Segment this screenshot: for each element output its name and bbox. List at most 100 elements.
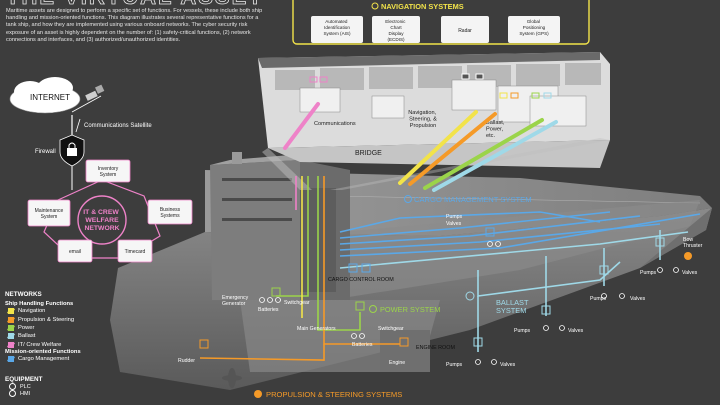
ballast-pumps-label-1: Pumps <box>590 296 607 302</box>
cargo-control-room-label: CARGO CONTROL ROOM <box>328 277 394 283</box>
legend: NETWORKS Ship Handling Functions Navigat… <box>5 289 125 363</box>
text-line: System <box>100 172 117 178</box>
equipment-markers <box>259 241 679 365</box>
ballast-pumps-label-2: Pumps <box>514 328 531 334</box>
plc-boxes <box>199 227 665 349</box>
legend-item-ballast: Ballast <box>5 332 125 340</box>
it-node-timecard: Timecard <box>125 249 146 255</box>
engine-room-label: ENGINE ROOM <box>416 345 455 351</box>
equipment-legend: EQUIPMENT PLC HMI <box>5 376 85 397</box>
bridge-navigation-label: Navigation, Steering, &Propulsion <box>408 110 438 129</box>
ballast-valves-label-3: Valves <box>500 362 516 368</box>
superstructure <box>210 152 440 372</box>
text-line: Thruster <box>683 243 703 249</box>
text-line: Steering, & <box>409 117 437 123</box>
equipment-hmi: HMI <box>5 390 85 397</box>
ballast-valves-label-4: Valves <box>682 270 698 276</box>
propulsion-system-title: PROPULSION & STEERING SYSTEMS <box>266 390 402 399</box>
text-line: Display <box>388 31 404 36</box>
engine-label: Engine <box>389 360 405 366</box>
cargo-pumps-label: Pumps <box>446 214 463 220</box>
legend-item-navigation: Navigation <box>5 307 125 315</box>
bridge-ballast-label: Ballast, Power,etc. <box>486 120 506 139</box>
bow-thruster-label: Bow Thruster <box>683 237 703 249</box>
switchgear-label: Switchgear <box>284 300 310 306</box>
text-line: Business <box>160 207 181 213</box>
text-line: System (AIS) <box>323 31 351 36</box>
it-node-email: email <box>69 249 81 255</box>
internet-label: INTERNET <box>30 93 70 102</box>
equipment-heading: EQUIPMENT <box>5 376 43 383</box>
text-line: Systems <box>160 213 180 219</box>
firewall-lock-icon <box>59 134 85 167</box>
cargo-system-title: CARGO MANAGEMENT SYSTEM <box>414 195 532 204</box>
satellite-label: Communications Satellite <box>84 123 152 129</box>
ballast-valves-label-2: Valves <box>568 328 584 334</box>
bridge-cables <box>283 102 558 192</box>
internet-cloud: INTERNET <box>9 77 81 114</box>
equipment-plc: PLC <box>5 383 85 390</box>
ballast-pumps-label-3: Pumps <box>446 362 463 368</box>
text-line: System <box>41 214 58 220</box>
cargo-valves-label: Valves <box>446 221 462 227</box>
text-line: (ECDIS) <box>387 37 405 42</box>
firewall-label: Firewall <box>35 149 56 155</box>
legend-item-cargo: Cargo Management <box>5 355 125 363</box>
text-line: Generator <box>222 301 246 307</box>
ballast-system-title: BALLAST SYSTEM <box>496 298 530 315</box>
text-line: etc. <box>486 133 495 139</box>
rudder-label: Rudder <box>178 358 195 364</box>
text-line: Maintenance <box>35 208 64 214</box>
propulsion-icon <box>254 390 262 398</box>
propeller-icon <box>222 368 242 388</box>
bridge-cutaway: Communications Navigation, Steering, &Pr… <box>258 52 610 190</box>
text-line: Positioning <box>523 25 546 30</box>
nav-systems-title: NAVIGATION SYSTEMS <box>381 2 464 11</box>
text-line: Inventory <box>98 166 119 172</box>
text-line: SYSTEM <box>496 306 526 315</box>
ballast-pumps-label-4: Pumps <box>640 270 657 276</box>
network-cables <box>199 176 701 361</box>
legend-ship-handling-heading: Ship Handling Functions <box>5 301 74 307</box>
main-generators-label: Main Generators <box>297 326 336 332</box>
diagram-title: THE VIRTUAL ASSET <box>6 0 264 9</box>
text-line: Propulsion <box>410 123 436 129</box>
legend-networks-heading: NETWORKS <box>5 291 42 298</box>
bow-thruster-icon <box>684 252 692 260</box>
cargo-icon <box>404 195 412 203</box>
emergency-generator-label: Emergency Generator <box>222 295 250 307</box>
power-system-title: POWER SYSTEM <box>380 305 440 314</box>
legend-item-propulsion: Propulsion & Steering <box>5 315 125 323</box>
power-icon <box>369 305 377 313</box>
text-line: Chart <box>390 25 402 30</box>
switchgear-2-label: Switchgear <box>378 326 404 332</box>
text-line: Power, <box>486 127 504 133</box>
batteries-label: Batteries <box>258 307 279 313</box>
text-line: Identification <box>324 25 350 30</box>
ballast-valves-label-1: Valves <box>630 296 646 302</box>
navigation-systems-box: NAVIGATION SYSTEMS Automated Identificat… <box>292 0 590 45</box>
ballast-icon <box>465 291 475 301</box>
bridge-communications-label: Communications <box>314 121 356 127</box>
legend-mission-heading: Mission-oriented Functions <box>5 348 81 355</box>
text-line: WELFARE <box>85 217 119 224</box>
nav-item-radar: Radar <box>458 28 472 34</box>
intro-text: Maritime assets are designed to perform … <box>6 8 263 43</box>
text-line: NETWORK <box>84 225 119 232</box>
satellite-icon <box>71 84 105 133</box>
legend-item-it: IT/ Crew Welfare <box>5 341 125 349</box>
bridge-label: BRIDGE <box>355 150 382 157</box>
legend-item-power: Power <box>5 324 125 332</box>
compass-icon <box>371 2 379 10</box>
text-line: System (GPS) <box>519 31 549 36</box>
